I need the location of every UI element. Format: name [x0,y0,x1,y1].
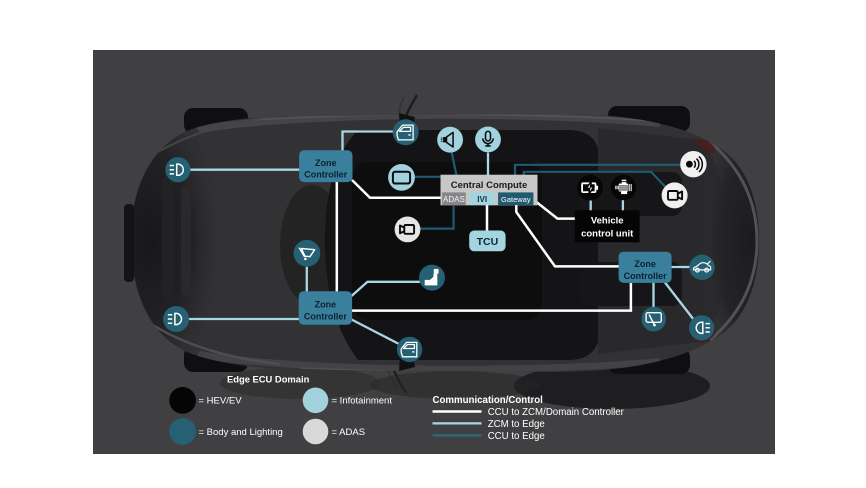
svg-text:Central Compute: Central Compute [451,180,528,191]
svg-text:Vehicle: Vehicle [591,216,624,227]
svg-text:Zone: Zone [634,259,656,269]
svg-text:= HEV/EV: = HEV/EV [199,396,243,407]
svg-text:Controller: Controller [304,312,347,322]
svg-text:Communication/Control: Communication/Control [433,395,543,406]
svg-text:CCU to ZCM/Domain Controller: CCU to ZCM/Domain Controller [488,407,625,418]
svg-text:control unit: control unit [581,229,634,240]
svg-text:Zone: Zone [315,158,337,168]
svg-text:Edge ECU Domain: Edge ECU Domain [227,374,310,385]
svg-text:CCU to Edge: CCU to Edge [488,431,545,442]
svg-text:Controller: Controller [624,271,667,281]
svg-text:ADAS: ADAS [443,195,465,204]
svg-text:Zone: Zone [315,300,337,310]
svg-text:= Infotainment: = Infotainment [332,396,393,407]
svg-text:Controller: Controller [304,170,347,180]
svg-text:TCU: TCU [477,236,499,248]
svg-text:Gateway: Gateway [501,195,531,204]
svg-text:IVI: IVI [477,195,487,204]
svg-text:ZCM to Edge: ZCM to Edge [488,419,545,430]
svg-text:= ADAS: = ADAS [332,427,366,438]
svg-text:= Body and Lighting: = Body and Lighting [199,427,283,438]
